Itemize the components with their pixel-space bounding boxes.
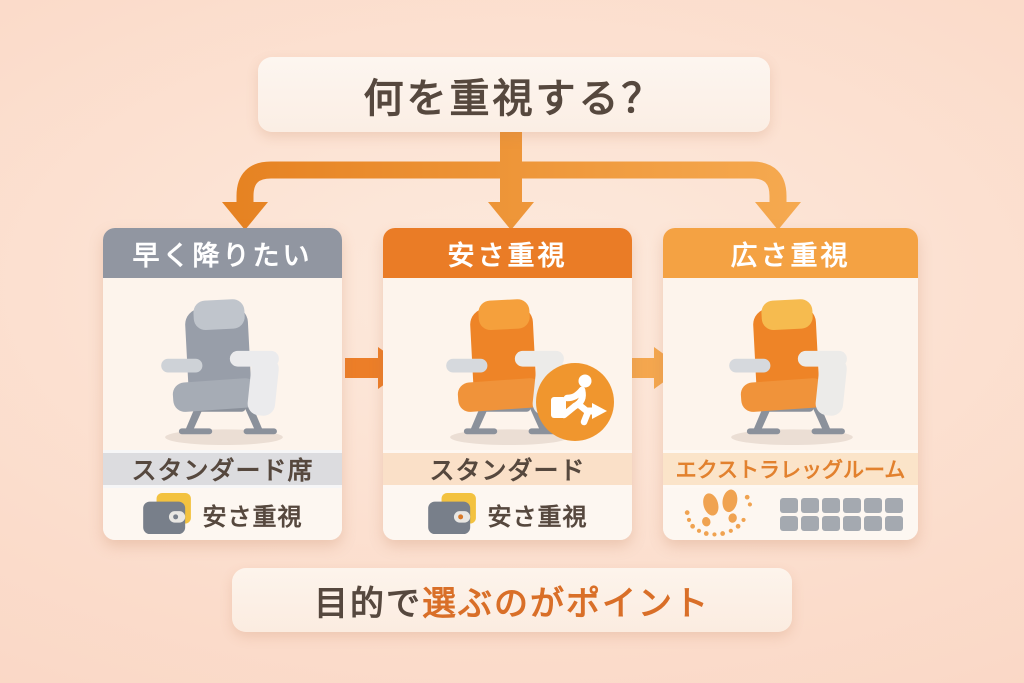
seat-cell [843,497,861,513]
title-box: 何を重視する？ [258,57,770,132]
seat-cell [864,515,882,531]
seat-cell [864,497,882,513]
card-space-priority: 広さ重視 エクストラレッグルーム [663,228,918,540]
orange-extra-legroom-seat-illustration [728,299,853,446]
card-2-header-label: 安さ重視 [447,240,568,271]
card-3-header: 広さ重視 [663,228,918,278]
conclusion-box: 目的で選ぶのがポイント [232,568,792,632]
card-1-header-label: 早く降りたい [132,240,313,271]
seat-cell [801,497,819,513]
card-2-footer: 安さ重視 [383,488,632,540]
legroom-seat-grid [780,497,903,531]
card-2-seat-type-label: スタンダード [429,457,586,485]
card-2-seat-type-band: スタンダード [383,450,632,488]
seat-cell [843,515,861,531]
card-3-seat-type-band: エクストラレッグルーム [663,450,918,488]
card-2-body [383,278,632,450]
conclusion-prefix: 目的で [314,584,422,623]
card-3-header-label: 広さ重視 [730,240,851,271]
card-2-header: 安さ重視 [383,228,632,278]
card-1-note: 安さ重視 [202,503,303,531]
seat-cell [822,515,840,531]
card-price-priority: 安さ重視 [383,228,632,540]
card-1-seat-type-band: スタンダード席 [103,450,342,488]
footprints-icon [684,489,752,537]
down-arrow-icon-left [222,202,268,230]
card-1-header: 早く降りたい [103,228,342,278]
page-title: 何を重視する？ [363,76,665,121]
branch-connector [222,132,801,230]
seat-cell [780,515,798,531]
gray-standard-seat-illustration [160,299,283,446]
card-3-seat-type-label: エクストラレッグルーム [675,459,906,482]
seat-cell [801,515,819,531]
wallet-icon [142,493,191,535]
card-1-seat-type-label: スタンダード席 [131,457,314,485]
wallet-icon [427,493,476,535]
conclusion-highlight: 選ぶのがポイント [422,584,710,623]
card-2-note: 安さ重視 [487,503,588,531]
card-3-footer [663,488,918,540]
running-passenger-with-suitcase-icon [536,363,614,441]
card-1-footer: 安さ重視 [103,488,342,540]
seat-cell [885,497,903,513]
down-arrow-icon-center [488,202,534,230]
card-get-off-quickly: 早く降りたい スタンダード席 [103,228,342,540]
seat-cell [885,515,903,531]
card-1-body [103,278,342,450]
seat-cell [822,497,840,513]
seat-cell [780,497,798,513]
card-3-body [663,278,918,450]
down-arrow-icon-right [755,202,801,230]
